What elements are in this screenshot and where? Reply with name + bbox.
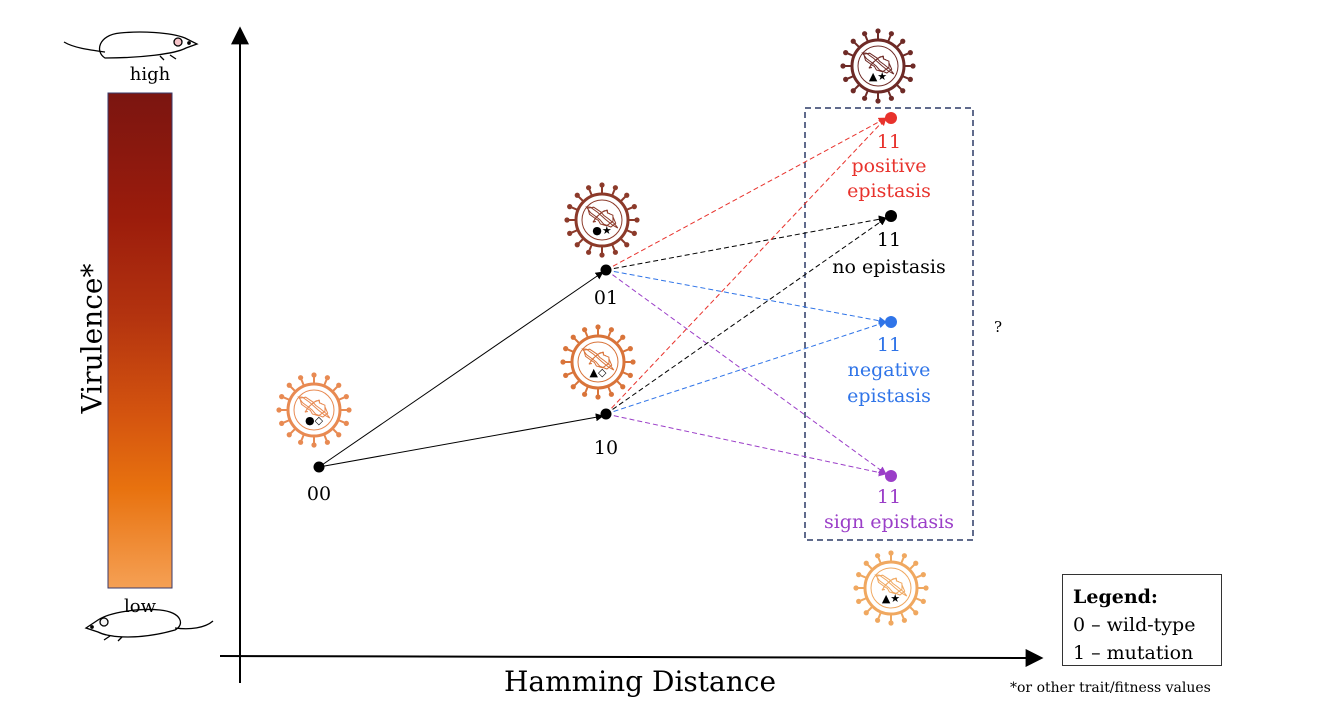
mouse-low-icon: [84, 608, 214, 642]
label-01: 01: [594, 287, 618, 309]
legend-line-wildtype: 0 – wild-type: [1073, 614, 1196, 636]
label-00: 00: [307, 483, 331, 505]
x-axis: [219, 648, 1044, 667]
mutation-markers: ●★: [592, 224, 612, 237]
virulence-colorbar: [107, 92, 173, 589]
epistasis-box: [804, 107, 974, 541]
node-11-none: [885, 210, 897, 222]
node-10: [600, 408, 612, 420]
x-axis-label: Hamming Distance: [503, 665, 777, 698]
edge-10-sign: [605, 413, 887, 477]
node-11-positive: [885, 112, 897, 124]
question-mark: ?: [994, 318, 1003, 336]
legend: Legend: 0 – wild-type 1 – mutation: [1062, 574, 1222, 666]
colorbar-high-label: high: [129, 64, 171, 85]
edge-10-pos: [605, 117, 887, 415]
edge-10-none: [605, 217, 887, 415]
label-11-positive: 11: [877, 131, 901, 153]
label-11-sign: 11: [877, 486, 901, 508]
caption-positive-1: positive: [851, 155, 926, 177]
label-10: 10: [594, 437, 618, 459]
label-11-none: 11: [877, 229, 901, 251]
virus-icon: ▲★: [853, 550, 929, 626]
mutation-markers: ●◇: [305, 414, 324, 427]
virus-icon: ▲◇: [560, 324, 636, 400]
mutation-markers: ▲★: [869, 70, 887, 83]
mutation-markers: ▲★: [882, 592, 900, 605]
colorbar-low-label: low: [123, 596, 156, 617]
edge-00-01: [318, 271, 604, 468]
legend-line-mutation: 1 – mutation: [1073, 642, 1194, 664]
mouse-high-icon: [63, 31, 199, 61]
caption-none: no epistasis: [832, 256, 946, 278]
legend-title: Legend:: [1073, 586, 1158, 608]
y-axis-label: Virulence*: [75, 263, 109, 414]
mutation-markers: ▲◇: [590, 366, 607, 379]
caption-positive-2: epistasis: [847, 180, 931, 202]
edge-01-sign: [605, 269, 887, 475]
node-11-sign: [885, 470, 897, 482]
footnote: *or other trait/fitness values: [1010, 680, 1211, 696]
edge-01-pos: [605, 117, 887, 271]
caption-sign: sign epistasis: [824, 511, 954, 533]
virus-icon: ●◇: [276, 372, 352, 448]
virus-icon: ▲★: [840, 28, 916, 104]
node-00: [313, 461, 325, 473]
node-01: [600, 264, 612, 276]
edge-10-neg: [605, 320, 887, 415]
virus-icon: ●★: [564, 182, 640, 258]
edge-00-10: [318, 413, 604, 468]
virus-layer: ●◇ ●★ ▲◇ ▲★ ▲★: [276, 28, 929, 626]
caption-negative-2: epistasis: [847, 385, 931, 407]
node-11-negative: [885, 316, 897, 328]
label-11-negative: 11: [877, 334, 901, 356]
caption-negative-1: negative: [848, 359, 931, 381]
